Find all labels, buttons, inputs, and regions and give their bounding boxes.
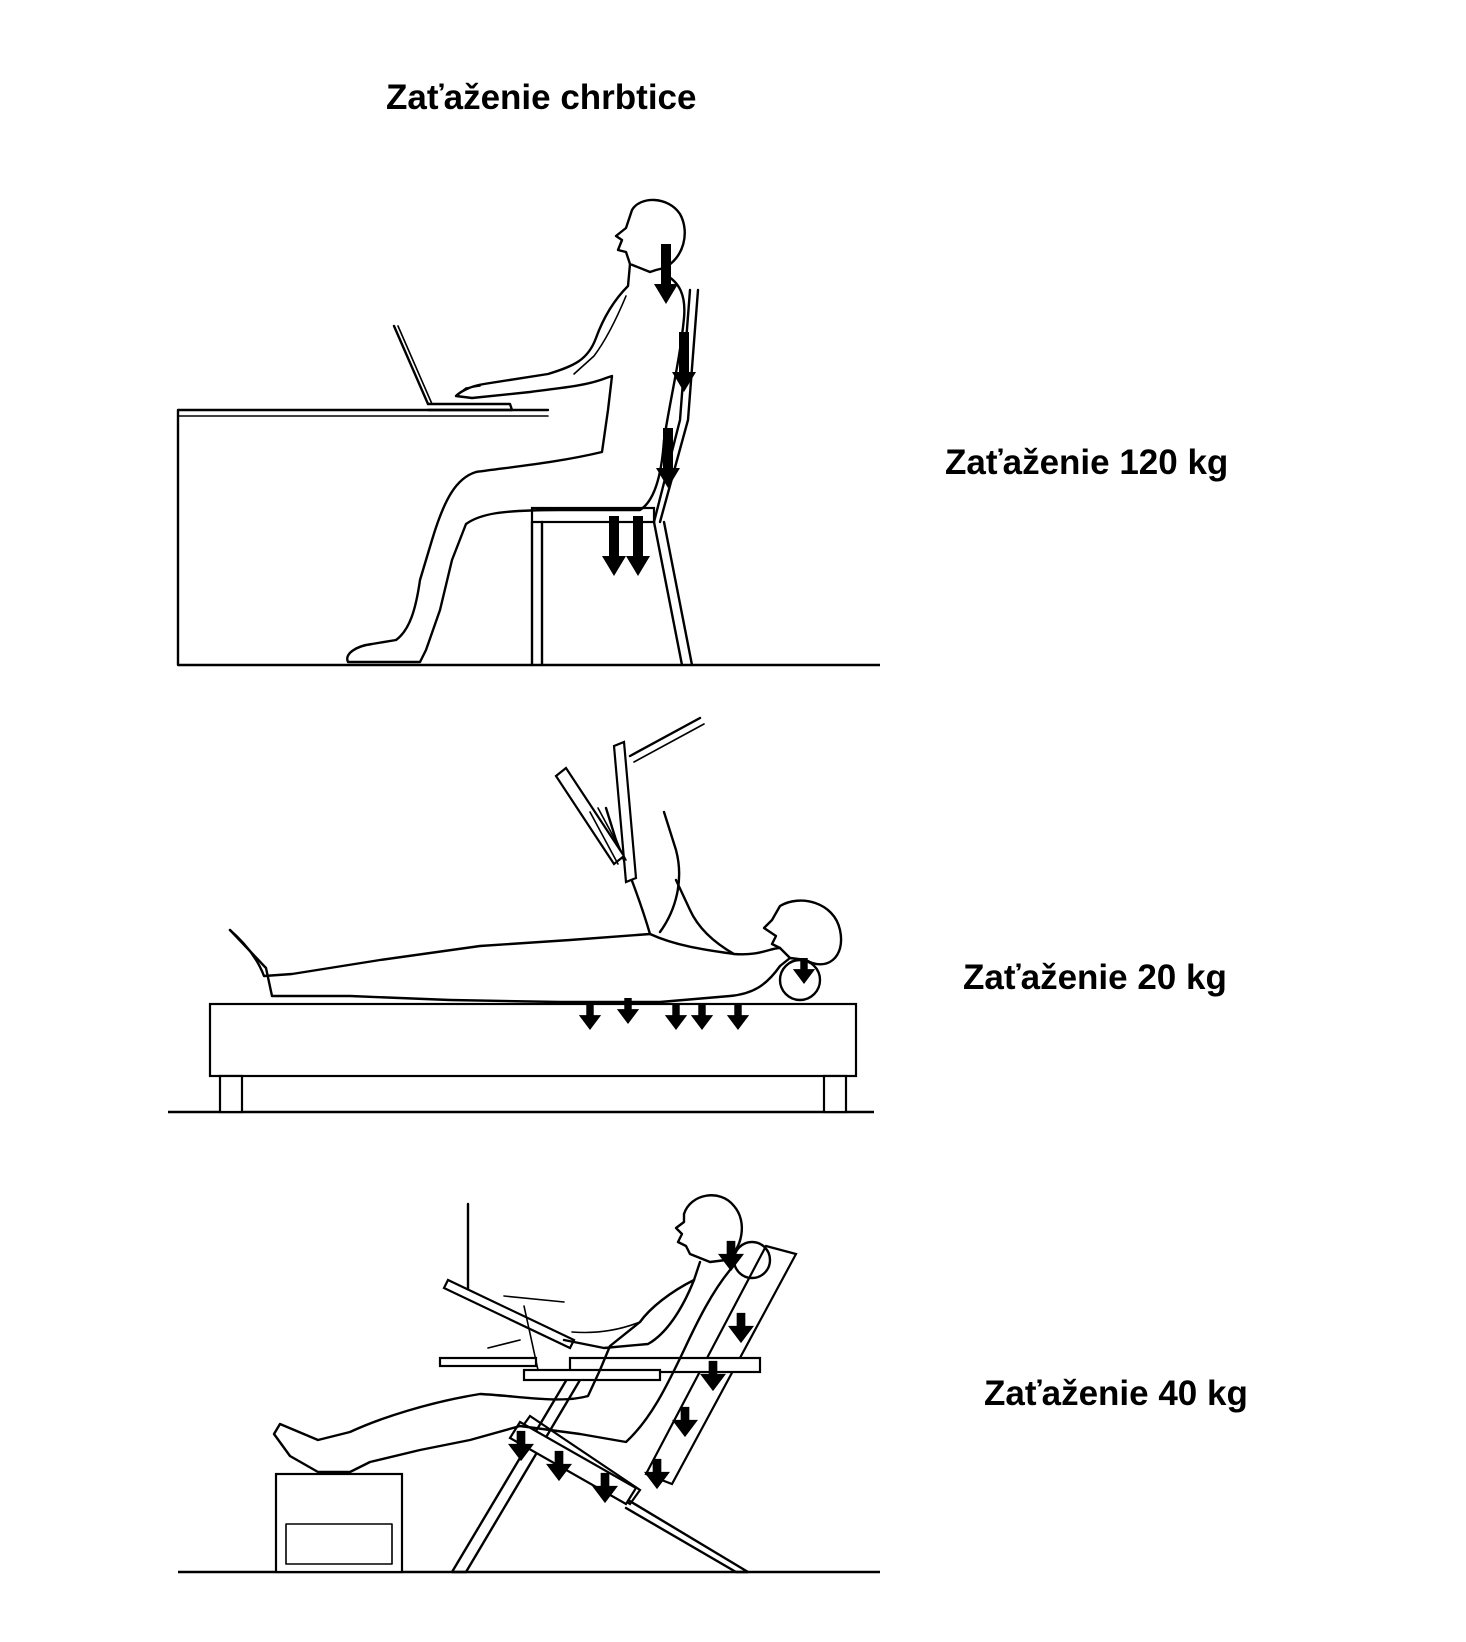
load-label-sitting: Zaťaženie 120 kg <box>945 443 1229 482</box>
diagram-title: Zaťaženie chrbtice <box>386 78 697 117</box>
scene-lying <box>168 716 874 1114</box>
laptop <box>392 324 514 412</box>
desk <box>176 408 550 667</box>
scene-sitting <box>176 198 880 667</box>
arrow-down-icon <box>654 244 678 304</box>
person-lying <box>228 806 843 1004</box>
person-sitting <box>346 198 686 664</box>
footstool <box>274 1472 404 1574</box>
load-label-lying: Zaťaženie 20 kg <box>963 958 1227 997</box>
reclining-chair <box>438 1244 798 1574</box>
arrow-down-icon <box>626 516 650 576</box>
laptop-stand-lying <box>554 716 705 884</box>
laptop-tray <box>442 1202 576 1371</box>
arrow-down-icon <box>602 516 626 576</box>
load-label-reclining: Zaťaženie 40 kg <box>984 1374 1248 1413</box>
office-chair <box>530 288 700 667</box>
bed <box>208 1002 858 1114</box>
scene-reclining <box>178 1194 880 1574</box>
